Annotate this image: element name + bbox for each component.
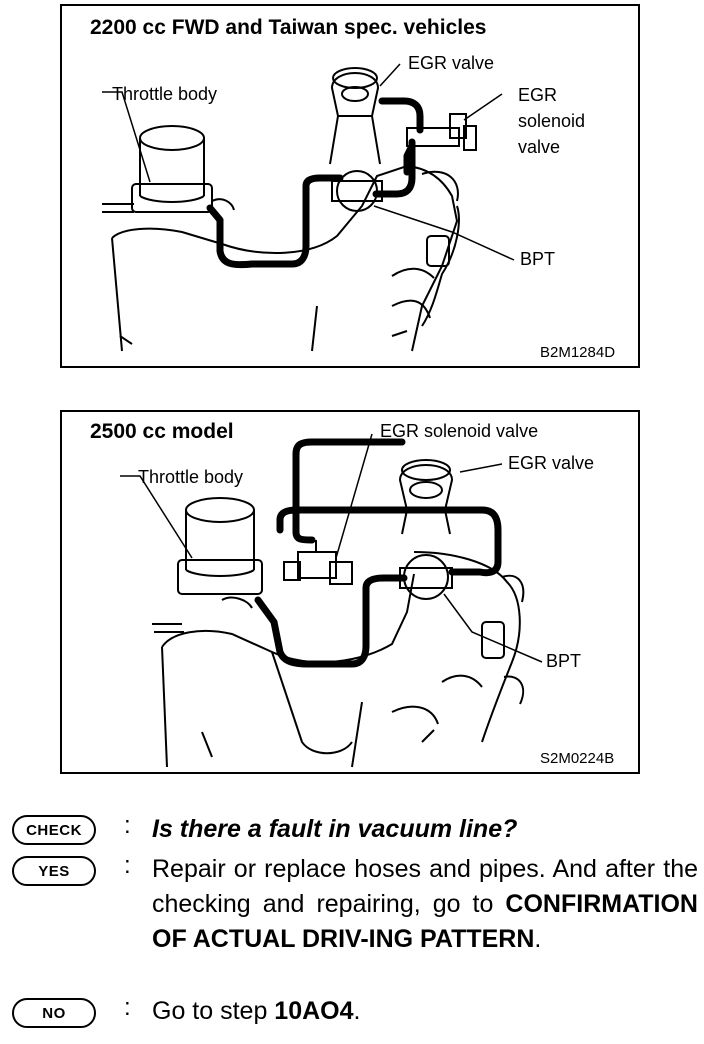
check-row: CHECK : Is there a fault in vacuum line? [8,812,698,848]
label-bpt-2: BPT [546,651,582,671]
check-question: Is there a fault in vacuum line? [152,815,518,843]
label-egr-solenoid-valve-2: EGR solenoid valve [380,421,539,441]
check-colon: : [124,812,131,839]
label-egr-solenoid-line-1: EGR [518,85,558,105]
figure-2-code: S2M0224B [540,750,615,767]
figure-2500cc: 2500 cc model EGR solenoid valve EGR val… [60,410,640,774]
engine-diagram-2500cc [120,433,543,768]
label-egr-valve: EGR valve [408,53,495,73]
check-badge: CHECK [12,815,96,845]
yes-badge: YES [12,856,96,886]
yes-row: YES : Repair or replace hoses and pipes.… [8,850,698,992]
yes-answer: Repair or replace hoses and pipes. And a… [152,852,698,957]
no-answer-text: Go to step [152,997,275,1025]
no-step-ref: 10AO4 [274,997,354,1025]
no-colon: : [124,994,131,1021]
yes-colon: : [124,852,131,879]
no-answer-end: . [353,997,361,1025]
label-bpt: BPT [520,249,556,269]
no-badge: NO [12,998,96,1028]
yes-answer-link: CONFIRMATION OF ACTUAL DRIV-ING PATTERN [152,890,698,953]
label-egr-solenoid-line-2: solenoid [518,111,586,131]
figure-1-code: B2M1284D [540,344,616,361]
no-answer: Go to step 10AO4. [152,994,698,1029]
yes-answer-text: Repair or replace hoses and pipes. And a… [152,855,698,918]
yes-answer-end: . [534,925,542,953]
label-throttle-body: Throttle body [112,84,218,104]
figure-2-title: 2500 cc model [90,420,234,443]
no-row: NO : Go to step 10AO4. [8,994,698,1034]
engine-diagram-2200cc [102,63,515,352]
label-egr-solenoid-valve: EGR solenoid valve [518,82,585,160]
figure-1-title: 2200 cc FWD and Taiwan spec. vehicles [90,16,487,39]
figure-2200cc: 2200 cc FWD and Taiwan spec. vehicles EG… [60,4,640,368]
label-egr-solenoid-line-3: valve [518,137,561,157]
label-throttle-body-2: Throttle body [138,467,244,487]
label-egr-valve-2: EGR valve [508,453,595,473]
